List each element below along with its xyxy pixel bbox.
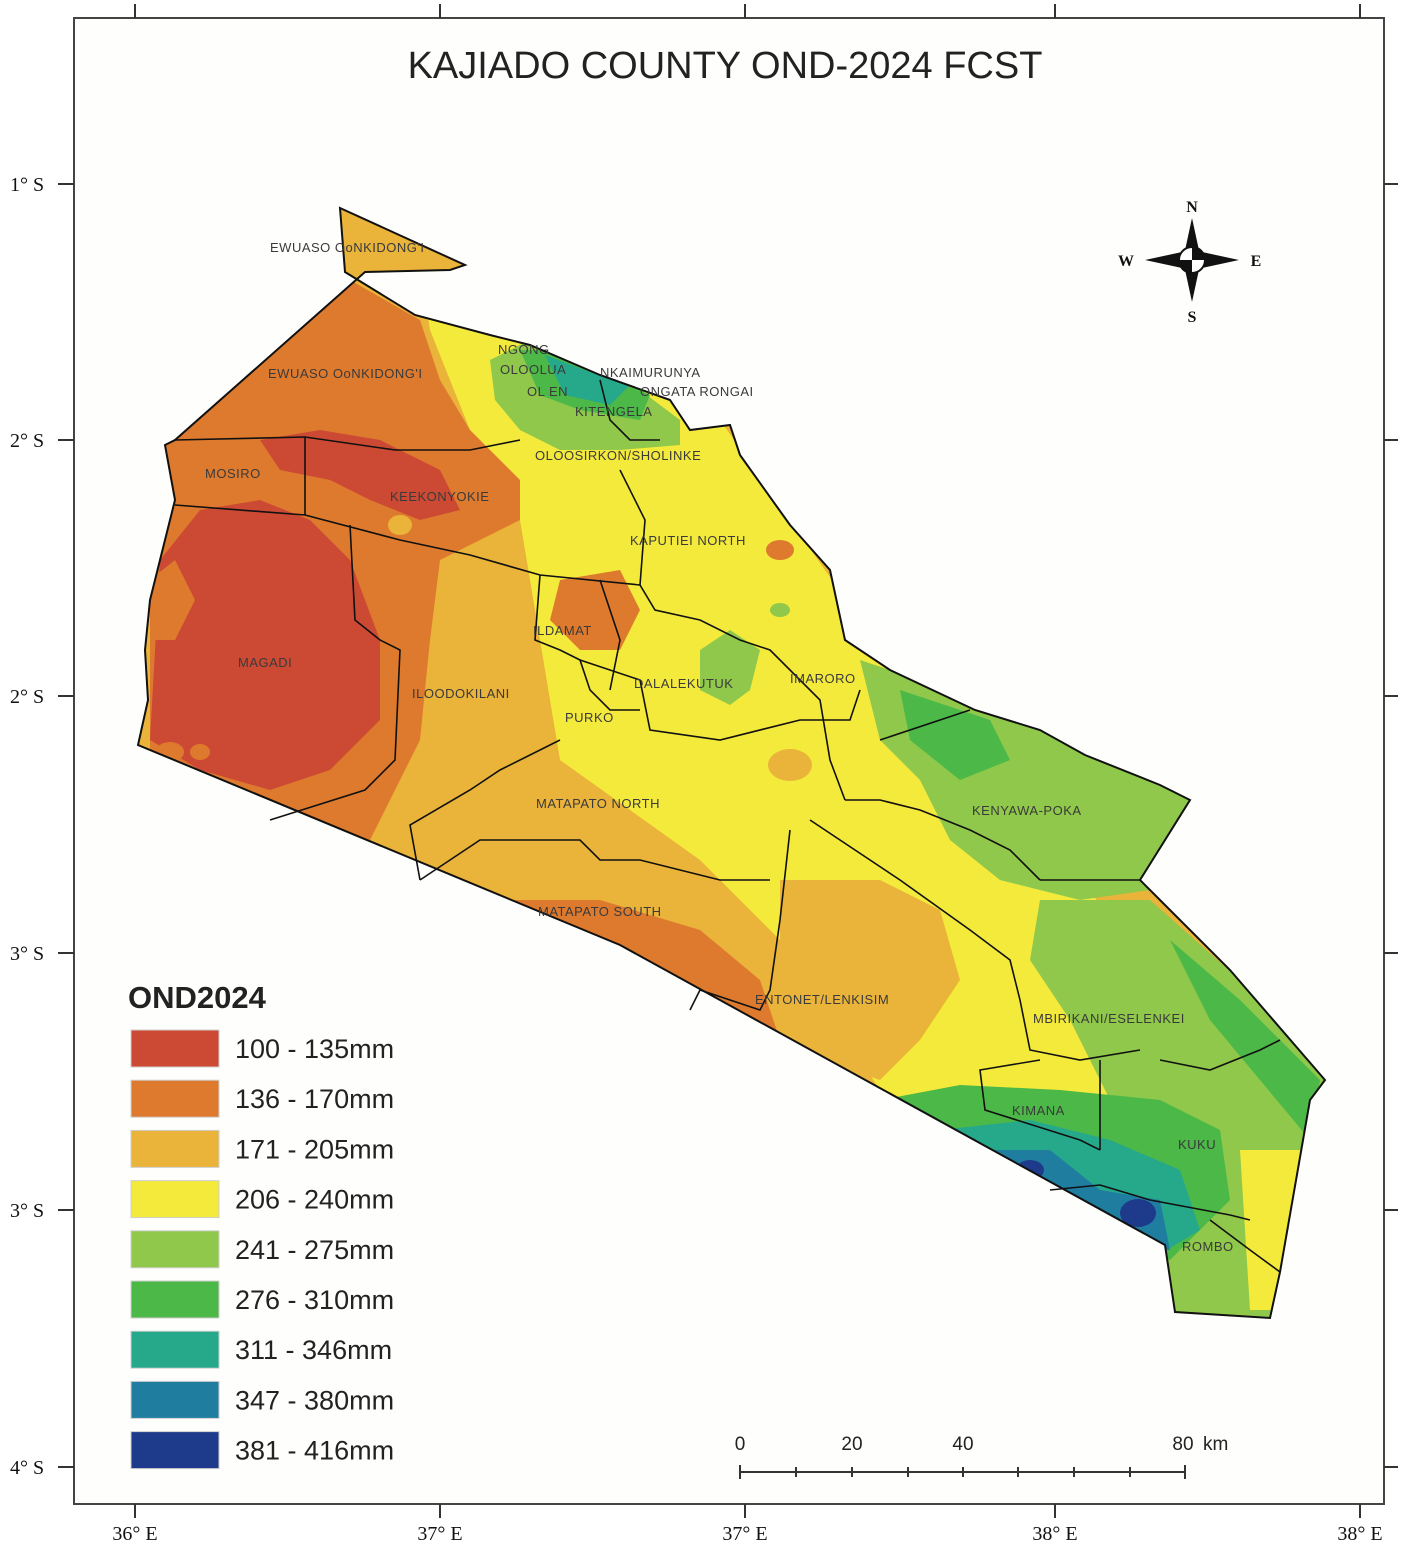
north-arrow-compass-icon: N S W E [1118,199,1261,326]
ward-label: ONGATA RONGAI [640,384,754,399]
legend-items: 100 - 135mm 136 - 170mm 171 - 205mm 206 - 2… [130,1029,394,1470]
ward-label: EWUASO OoNKIDONG'I [270,240,425,255]
ward-label: MBIRIKANI/ESELENKEI [1033,1011,1185,1026]
legend-label: 381 - 416mm [235,1436,394,1466]
ward-boundaries [174,379,1281,1273]
legend-swatch [130,1380,220,1419]
scale-unit: km [1203,1434,1228,1455]
lon-label: 36° E [112,1523,157,1545]
ward-label: MOSIRO [205,466,261,481]
county-outline [136,206,1327,1320]
legend-swatch [130,1280,220,1319]
compass-s: S [1188,309,1197,326]
legend-label: 206 - 240mm [235,1185,394,1215]
ward-label: IMARORO [790,671,856,686]
ward-label: KENYAWA-POKA [972,803,1082,818]
lat-label: 2° S [10,430,44,452]
scale-label-40: 40 [952,1434,973,1455]
legend-swatch [130,1330,220,1369]
legend-swatch [130,1079,220,1118]
ward-label: OLOOSIRKON/SHOLINKE [535,448,701,463]
ward-label: EWUASO OoNKIDONG'I [268,366,423,381]
legend-label: 136 - 170mm [235,1084,394,1114]
lon-label: 38° E [1337,1523,1382,1545]
legend-label: 100 - 135mm [235,1034,394,1064]
ward-label: OLOOLUA [500,362,566,377]
legend: OND2024 100 - 135mm 136 - 170mm 171 - 205m… [128,980,394,1470]
ward-label: ROMBO [1182,1239,1234,1254]
map-title: KAJIADO COUNTY OND-2024 FCST [408,45,1043,87]
legend-swatch [130,1230,220,1269]
lat-label: 3° S [10,943,44,965]
ward-label: ILDAMAT [533,623,592,638]
ward-label: KUKU [1178,1137,1216,1152]
ward-label: NKAIMURUNYA [600,365,701,380]
compass-e: E [1251,253,1262,270]
ward-label: OL EN [527,384,568,399]
legend-label: 171 - 205mm [235,1134,394,1164]
legend-swatch [130,1180,220,1219]
longitude-axis: 36° E 37° E 37° E 38° E 38° E [112,4,1383,1545]
lon-label: 37° E [417,1523,462,1545]
legend-swatch [130,1029,220,1068]
lat-label: 1° S [10,174,44,196]
ward-label: KAPUTIEI NORTH [630,533,746,548]
compass-w: W [1118,253,1134,270]
legend-swatch [130,1129,220,1168]
lon-label: 38° E [1032,1523,1077,1545]
legend-label: 311 - 346mm [235,1335,392,1365]
ward-label: KITENGELA [575,404,652,419]
lat-label: 4° S [10,1457,44,1479]
ward-label: PURKO [565,710,614,725]
ward-label: ILOODOKILANI [412,686,510,701]
lon-label: 37° E [722,1523,767,1545]
ward-label: MATAPATO NORTH [536,796,660,811]
ward-label: MATAPATO SOUTH [538,904,662,919]
ward-labels: EWUASO OoNKIDONG'I EWUASO OoNKIDONG'I NG… [205,240,1234,1254]
scale-label-0: 0 [735,1434,746,1455]
scale-bar: 0 20 40 80 km [735,1434,1228,1479]
lat-label: 2° S [10,686,44,708]
ward-label: DALALEKUTUK [634,676,733,691]
legend-title: OND2024 [128,980,267,1015]
legend-label: 241 - 275mm [235,1235,394,1265]
scale-label-80: 80 [1172,1434,1193,1455]
legend-label: 347 - 380mm [235,1385,394,1415]
latitude-axis: 1° S 2° S 2° S 3° S 3° S 4° S [10,174,1398,1479]
lat-label: 3° S [10,1200,44,1222]
ward-label: KEEKONYOKIE [390,489,489,504]
ward-label: KIMANA [1012,1103,1065,1118]
compass-n: N [1186,199,1198,216]
ward-label: NGONG [498,342,550,357]
legend-swatch [130,1431,220,1470]
scale-label-20: 20 [841,1434,862,1455]
legend-label: 276 - 310mm [235,1285,394,1315]
ward-label: MAGADI [238,655,292,670]
ward-label: ENTONET/LENKISIM [755,992,889,1007]
